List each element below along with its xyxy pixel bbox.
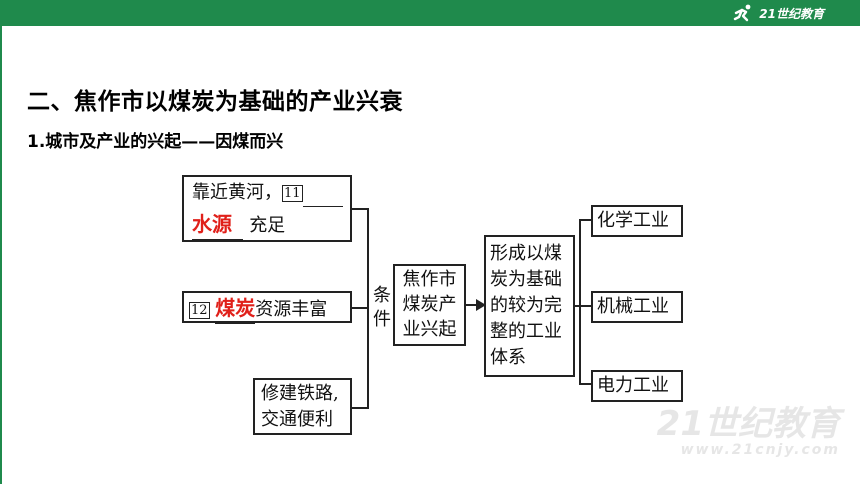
watermark-url: www.21cnjy.com [680, 442, 840, 458]
connector [579, 219, 591, 221]
blank-number: 12 [189, 301, 210, 319]
connector [352, 307, 368, 309]
blank-underline [302, 180, 343, 207]
connector [352, 208, 368, 210]
slide-subtitle: 1.城市及产业的兴起——因煤而兴 [27, 132, 284, 152]
industry-chemical: 化学工业 [591, 205, 683, 237]
condition-label-char: 件 [373, 309, 391, 330]
connector [575, 305, 581, 307]
connector [352, 407, 368, 409]
condition-label-char: 条 [373, 285, 391, 306]
industry-power: 电力工业 [591, 370, 683, 402]
industry-machinery: 机械工业 [591, 291, 683, 323]
answer-coal: 煤炭 [215, 296, 256, 320]
bracket-line [367, 208, 369, 409]
industry-label: 机械工业 [597, 296, 669, 317]
header-bar: 21世纪教育 [0, 0, 860, 26]
connector [579, 305, 591, 307]
system-text: 的较为完 [490, 295, 562, 316]
system-text: 整的工业 [490, 321, 562, 342]
arrow-head-icon [476, 299, 486, 311]
rise-box: 焦作市 煤炭产 业兴起 [393, 264, 466, 346]
rise-text: 煤炭产 [402, 294, 457, 315]
slide-title: 二、焦作市以煤炭为基础的产业兴衰 [27, 89, 403, 115]
industry-label: 化学工业 [597, 210, 669, 231]
connector [579, 383, 591, 385]
condition-box-coal: 12 煤炭资源丰富 [182, 291, 352, 324]
condition-text: 修建铁路, [261, 383, 339, 404]
left-border [0, 26, 2, 484]
runner-icon [734, 4, 751, 22]
blank-number: 11 [282, 184, 303, 202]
arrow-line [466, 304, 478, 306]
condition-box-water: 靠近黄河，11 水源 充足 [182, 175, 352, 242]
condition-box-railway: 修建铁路, 交通便利 [253, 378, 352, 435]
answer-water: 水源 [192, 212, 232, 236]
site-logo: 21世纪教育 [733, 3, 824, 23]
condition-text: 充足 [249, 215, 286, 236]
system-text: 形成以煤 [490, 243, 562, 264]
watermark: 21世纪教育 www.21cnjy.com [657, 406, 840, 458]
watermark-logo: 21世纪教育 [656, 404, 840, 444]
condition-label: 条 件 [371, 284, 393, 332]
bracket-line [579, 219, 581, 385]
system-text: 体系 [490, 347, 526, 368]
answer-underline: 煤炭 [215, 295, 256, 324]
answer-underline: 水源 [192, 211, 244, 240]
rise-text: 业兴起 [402, 319, 457, 340]
industry-label: 电力工业 [597, 375, 669, 396]
system-text: 炭为基础 [490, 269, 562, 290]
condition-text: 资源丰富 [255, 299, 328, 320]
logo-text: 21世纪教育 [759, 6, 824, 21]
rise-text: 焦作市 [402, 269, 457, 290]
industry-system-box: 形成以煤 炭为基础 的较为完 整的工业 体系 [484, 235, 575, 377]
condition-text: 靠近黄河， [192, 182, 282, 203]
condition-text: 交通便利 [261, 409, 333, 430]
